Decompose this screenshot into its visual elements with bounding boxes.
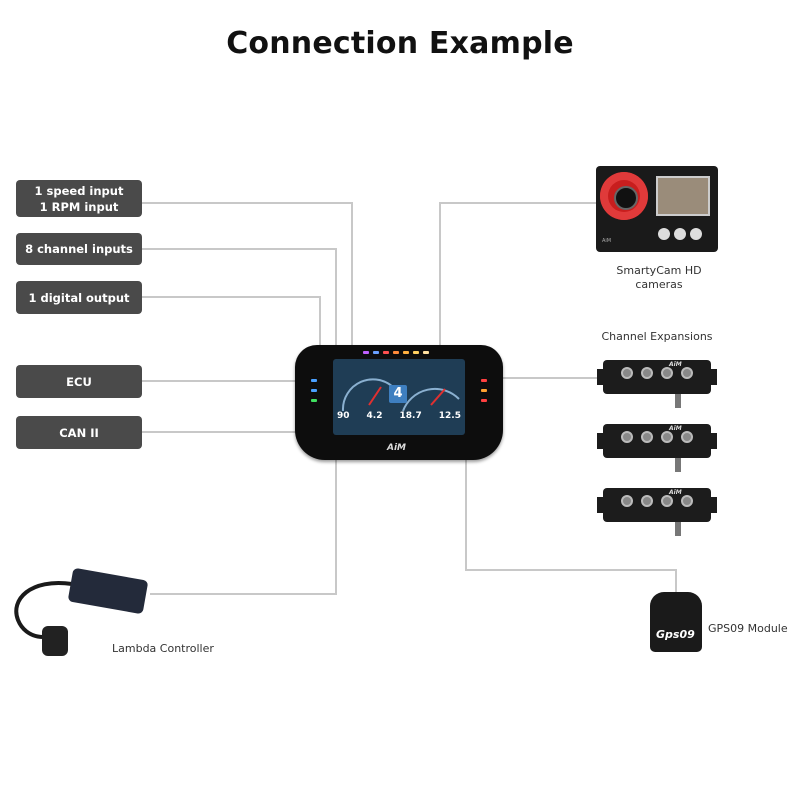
mount-tab [597,433,605,449]
camera-button-icon [658,228,670,240]
shift-led [363,351,369,354]
input-box-line: 1 RPM input [39,199,119,214]
side-led [481,379,487,382]
input-box-line: 8 channel inputs [25,242,133,256]
wire-lambda [150,460,337,595]
side-led [311,399,317,402]
shift-led [423,351,429,354]
shift-led [383,351,389,354]
side-led [311,389,317,392]
input-box-line: ECU [66,374,92,389]
expansion-cable [675,522,681,536]
dashboard-values: 90 4.2 18.7 12.5 [337,411,461,421]
connector-port-icon [641,367,653,379]
input-box-line: CAN II [59,425,99,440]
side-led [481,389,487,392]
gear-indicator: 4 [389,385,407,403]
mount-tab [597,369,605,385]
camera-screen [656,176,710,216]
shift-led [373,351,379,354]
smartycam-label-line: cameras [635,278,683,291]
channel-expansion-3: AiM [597,488,717,536]
smartycam-label: SmartyCam HD cameras [600,264,718,292]
page-title: Connection Example [226,26,574,61]
wire-gps [465,460,677,592]
connector-port-icon [621,367,633,379]
connector-port-icon [661,495,673,507]
connector-port-icon [661,431,673,443]
gps-label: GPS09 Module [708,622,788,635]
gps-face-text: Gps09 [656,628,695,641]
mount-tab [709,433,717,449]
dashboard-value: 4.2 [366,411,383,421]
expansion-cable [675,458,681,472]
input-box-can: CAN II [16,416,142,449]
camera-lens-icon [600,172,648,220]
channel-expansion-2: AiM [597,424,717,472]
shift-led [393,351,399,354]
gps-module: Gps09 [650,592,702,652]
input-box-channel-inputs: 8 channel inputs [16,233,142,265]
dashboard-display: 4 90 4.2 18.7 12.5 AiM [295,345,503,460]
wire-digital-output [142,296,321,352]
connector-port-icon [641,431,653,443]
connector-port-icon [641,495,653,507]
dashboard-value: 12.5 [438,411,461,421]
dashboard-value: 90 [337,411,350,421]
shift-led [403,351,409,354]
input-box-ecu: ECU [16,365,142,398]
input-box-digital-output: 1 digital output [16,281,142,314]
expansion-brand: AiM [669,425,682,432]
smartycam-label-line: SmartyCam HD [616,264,702,277]
shift-led [413,351,419,354]
mount-tab [709,369,717,385]
side-led [481,399,487,402]
input-box-speed-rpm: 1 speed input 1 RPM input [16,180,142,217]
input-box-line: 1 speed input [34,183,124,198]
mount-tab [597,497,605,513]
wire-smartycam [439,202,598,348]
expansion-brand: AiM [669,361,682,368]
wire-channel-inputs [142,248,337,348]
smartycam-brand: AiM [602,238,612,244]
dashboard-logo: AiM [387,443,407,453]
connector-port-icon [661,367,673,379]
connector-port-icon [681,431,693,443]
smartycam-device: AiM [596,166,718,252]
expansion-brand: AiM [669,489,682,496]
gauge-graphic [341,378,460,412]
camera-button-icon [690,228,702,240]
lambda-plug-icon [42,626,68,656]
connector-port-icon [621,495,633,507]
expansions-label: Channel Expansions [601,330,713,343]
camera-button-icon [674,228,686,240]
input-box-line: 1 digital output [28,290,130,305]
expansion-cable [675,394,681,408]
connector-port-icon [681,367,693,379]
channel-expansion-1: AiM [597,360,717,408]
connector-port-icon [681,495,693,507]
dashboard-screen: 4 90 4.2 18.7 12.5 [333,359,465,435]
dashboard-value: 18.7 [399,411,422,421]
connector-port-icon [621,431,633,443]
wire-speed-rpm [142,202,353,348]
lambda-label: Lambda Controller [112,642,214,655]
mount-tab [709,497,717,513]
side-led [311,379,317,382]
